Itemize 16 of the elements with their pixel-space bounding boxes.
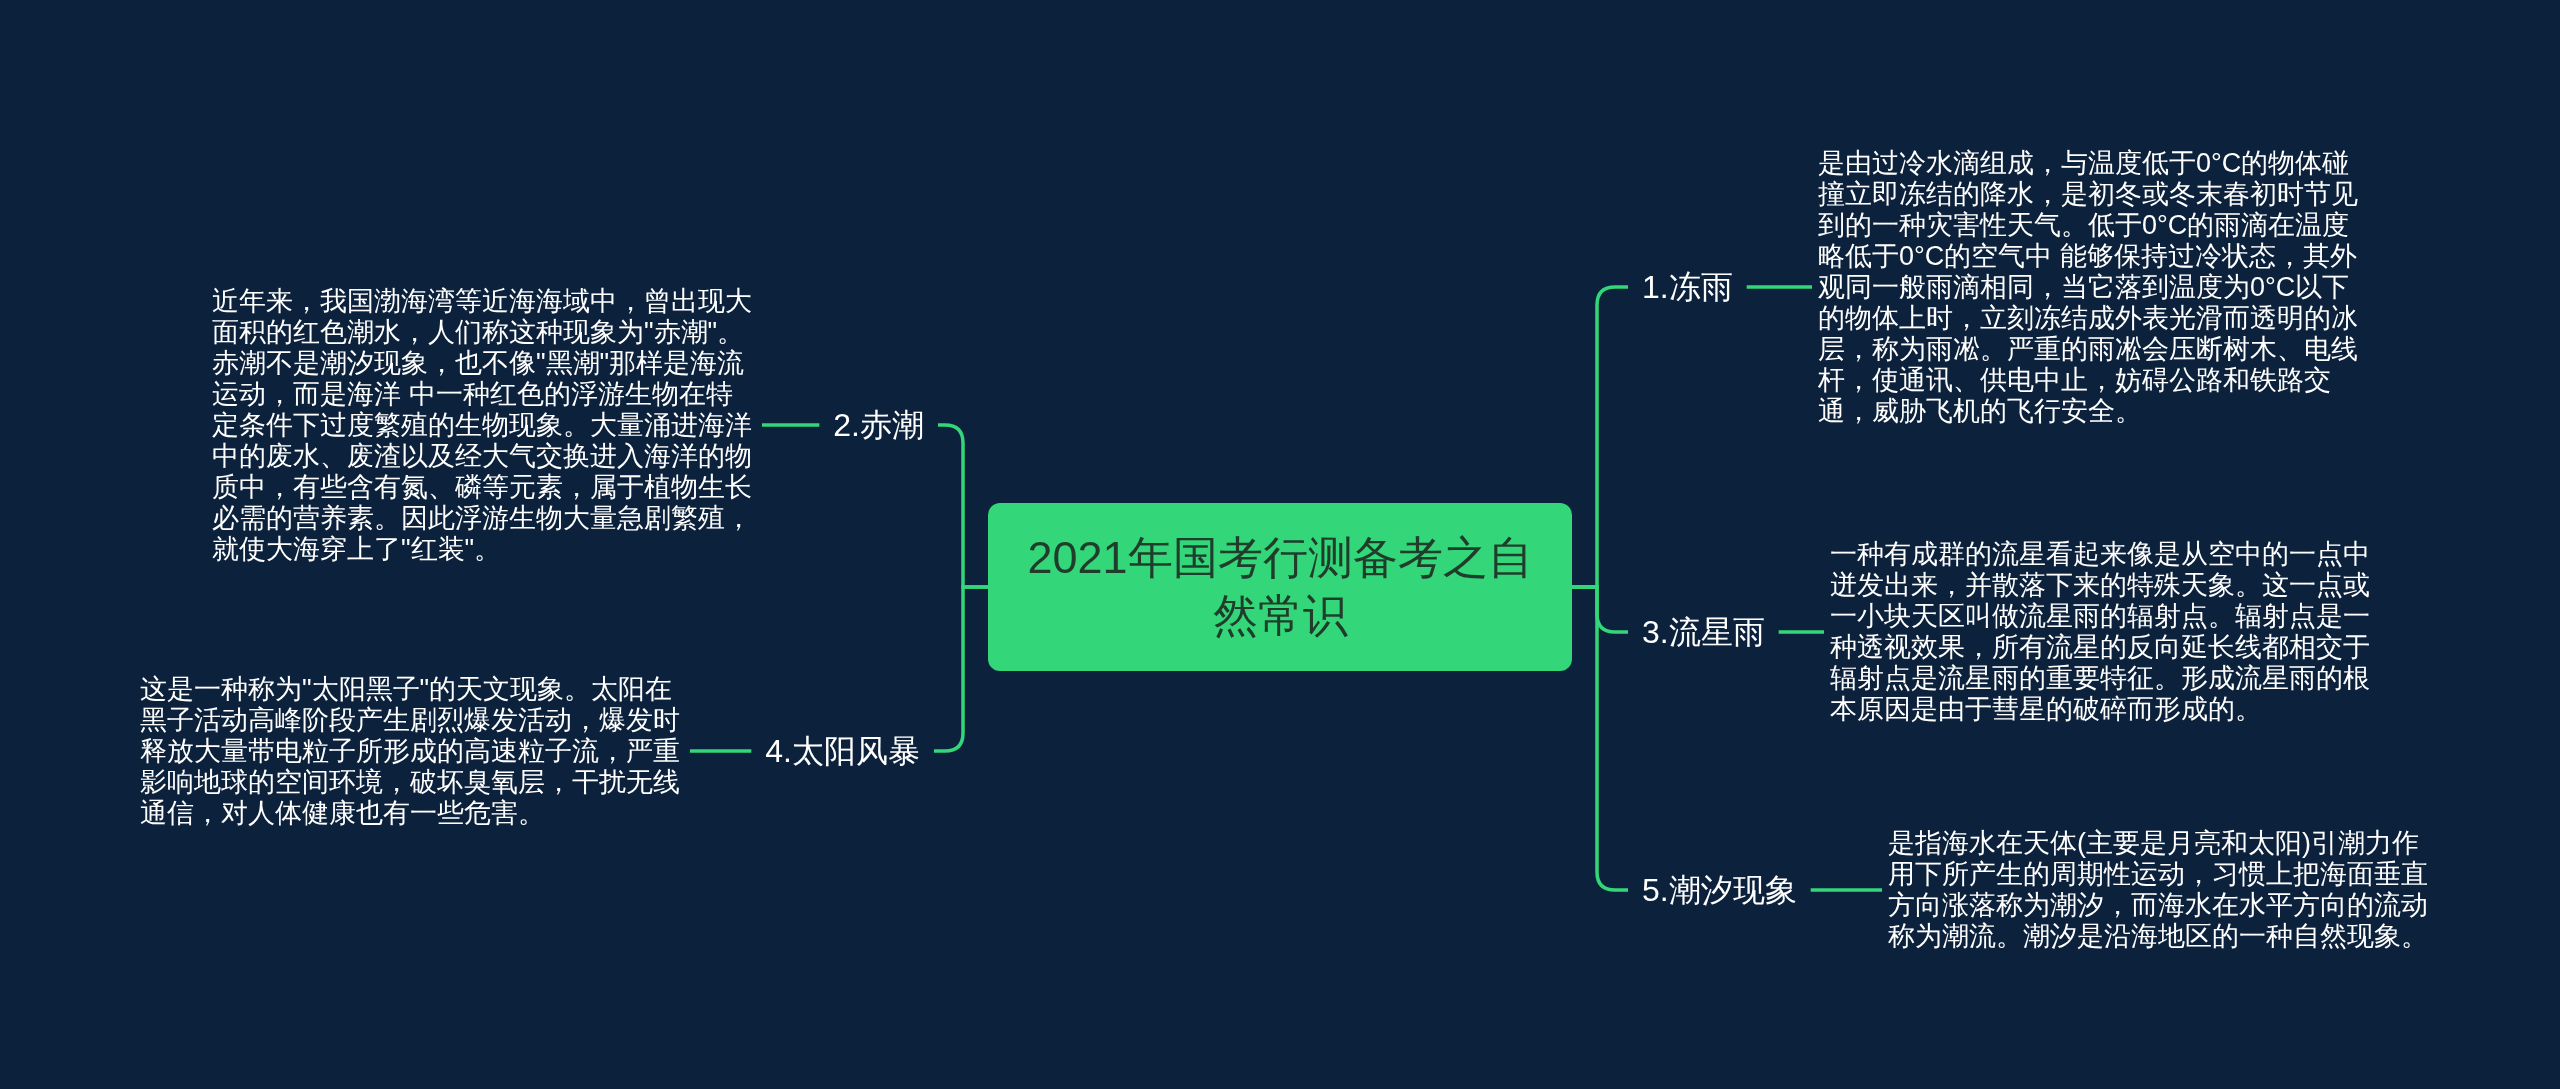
branch-topic: 5.潮汐现象 [1628,870,1811,910]
detail-text: 这是一种称为"太阳黑子"的天文现象。太阳在黑子活动高峰阶段产生剧烈爆发活动，爆发时释放大量带电粒子所形成的高速粒子流，严重影响地球的空间环境，破坏臭氧层，干扰无线通信，对人体健康也有一些危害。 [134,673,690,829]
connector-line [1746,285,1812,289]
connector-line [762,423,820,427]
detail-text: 近年来，我国渤海湾等近海海域中，曾出现大面积的红色潮水，人们称这种现象为"赤潮"。赤潮不是潮汐现象，也不像"黑潮"那样是海流运动，而是海洋 中一种红色的浮游生物在特定条件下过度繁殖的生物现象。大量涌进海洋中的废水、废渣以及经大气交换进入海洋的物质中，有些含有氮、磷等元素，属于植物生长必需的营养素。因此浮游生物大量急剧繁殖，就使大海穿上了"红装"。 [206,285,762,565]
connector-line [690,749,752,753]
branch-topic: 3.流星雨 [1628,612,1779,652]
detail-text: 是由过冷水滴组成，与温度低于0°C的物体碰撞立即冻结的降水，是初冬或冬末春初时节见到的一种灾害性天气。低于0°C的雨滴在温度略低于0°C的空气中 能够保持过冷状态，其外观同一般雨滴相同，当它落到温度为0°C以下的物体上时，立刻冻结成外表光滑而透明的冰层，称为雨凇。严重的雨凇会压断树木、电线杆，使通讯、供电中止，妨碍公路和铁路交通，威胁飞机的飞行安全。 [1812,147,2372,427]
detail-text: 一种有成群的流星看起来像是从空中的一点中迸发出来，并散落下来的特殊天象。这一点或一小块天区叫做流星雨的辐射点。辐射点是一种透视效果，所有流星的反向延长线都相交于辐射点是流星雨的重要特征。形成流星雨的根本原因是由于彗星的破碎而形成的。 [1824,539,2384,725]
branch-topic: 4.太阳风暴 [751,731,934,771]
connector-line [1810,888,1882,892]
connector-line [1778,630,1824,634]
branch-topic: 1.冻雨 [1628,267,1747,307]
branch-topic: 2.赤潮 [819,405,938,445]
detail-text: 是指海水在天体(主要是月亮和太阳)引潮力作用下所产生的周期性运动，习惯上把海面垂直方向涨落称为潮汐，而海水在水平方向的流动称为潮流。潮汐是沿海地区的一种自然现象。 [1882,828,2444,952]
central-topic-box: 2021年国考行测备考之自然常识 [988,503,1572,671]
